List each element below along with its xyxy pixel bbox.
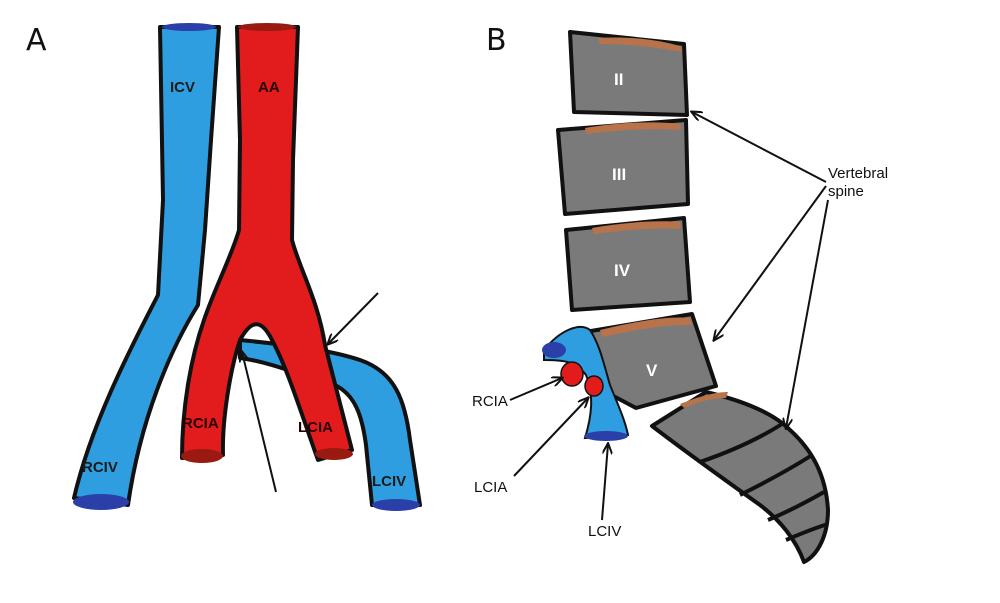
lcia-cross-section	[584, 375, 604, 397]
label-rciv: RCIV	[82, 459, 118, 476]
callout-lciv: LCIV	[588, 523, 621, 540]
callout-lcia: LCIA	[474, 479, 507, 496]
label-icv: ICV	[170, 79, 195, 96]
panel-b: B II III IV V Vertebral spine	[472, 23, 888, 564]
lciv-bottom-opening-b	[584, 431, 628, 441]
panel-b-letter: B	[486, 23, 507, 58]
arrow-compression-upper	[328, 292, 379, 344]
rcia-cross-section	[560, 361, 584, 387]
panel-a: A ICV AA RCIA LCIA RCIV LCIV	[26, 23, 422, 511]
vertebra-label-iv: IV	[614, 261, 631, 280]
disc-iii	[585, 122, 681, 134]
arrow-rcia	[509, 378, 562, 401]
callout-vertebral-spine-line2: spine	[828, 183, 864, 200]
icv-top-opening	[162, 23, 216, 31]
disc-ii	[598, 37, 682, 52]
vertebra-label-ii: II	[614, 70, 623, 89]
arrow-lcia	[513, 398, 588, 477]
callout-rcia: RCIA	[472, 393, 508, 410]
sacrum-disc	[680, 392, 728, 408]
sacrum	[650, 390, 830, 564]
vertebra-label-iii: III	[612, 165, 626, 184]
vertebra-label-v: V	[646, 361, 658, 380]
panel-a-letter: A	[26, 23, 47, 58]
rciv-opening	[73, 494, 129, 510]
label-lcia: LCIA	[298, 419, 333, 436]
aa-vessel	[180, 25, 354, 462]
arrow-spine-to-sacrum	[786, 199, 829, 428]
arrow-lciv	[601, 444, 608, 521]
icv-vessel	[72, 25, 221, 507]
disc-v	[600, 317, 692, 337]
arrow-spine-to-ii	[692, 112, 827, 183]
lciv-top-opening-b	[542, 342, 566, 358]
sacral-line-4	[785, 522, 829, 542]
aa-top-opening	[238, 23, 296, 31]
disc-iv	[592, 221, 681, 234]
lcia-opening	[315, 448, 353, 460]
rcia-opening	[181, 449, 223, 463]
arrow-compression-lower	[242, 352, 277, 493]
sacral-line-3	[767, 490, 825, 522]
label-lciv: LCIV	[372, 473, 406, 490]
label-aa: AA	[258, 79, 280, 96]
label-rcia: RCIA	[182, 415, 219, 432]
sacral-line-2	[739, 453, 814, 497]
callout-vertebral-spine-line1: Vertebral	[828, 165, 888, 182]
lciv-opening	[372, 499, 420, 511]
arrow-spine-to-v	[714, 185, 827, 340]
sacral-line-1	[699, 422, 784, 464]
